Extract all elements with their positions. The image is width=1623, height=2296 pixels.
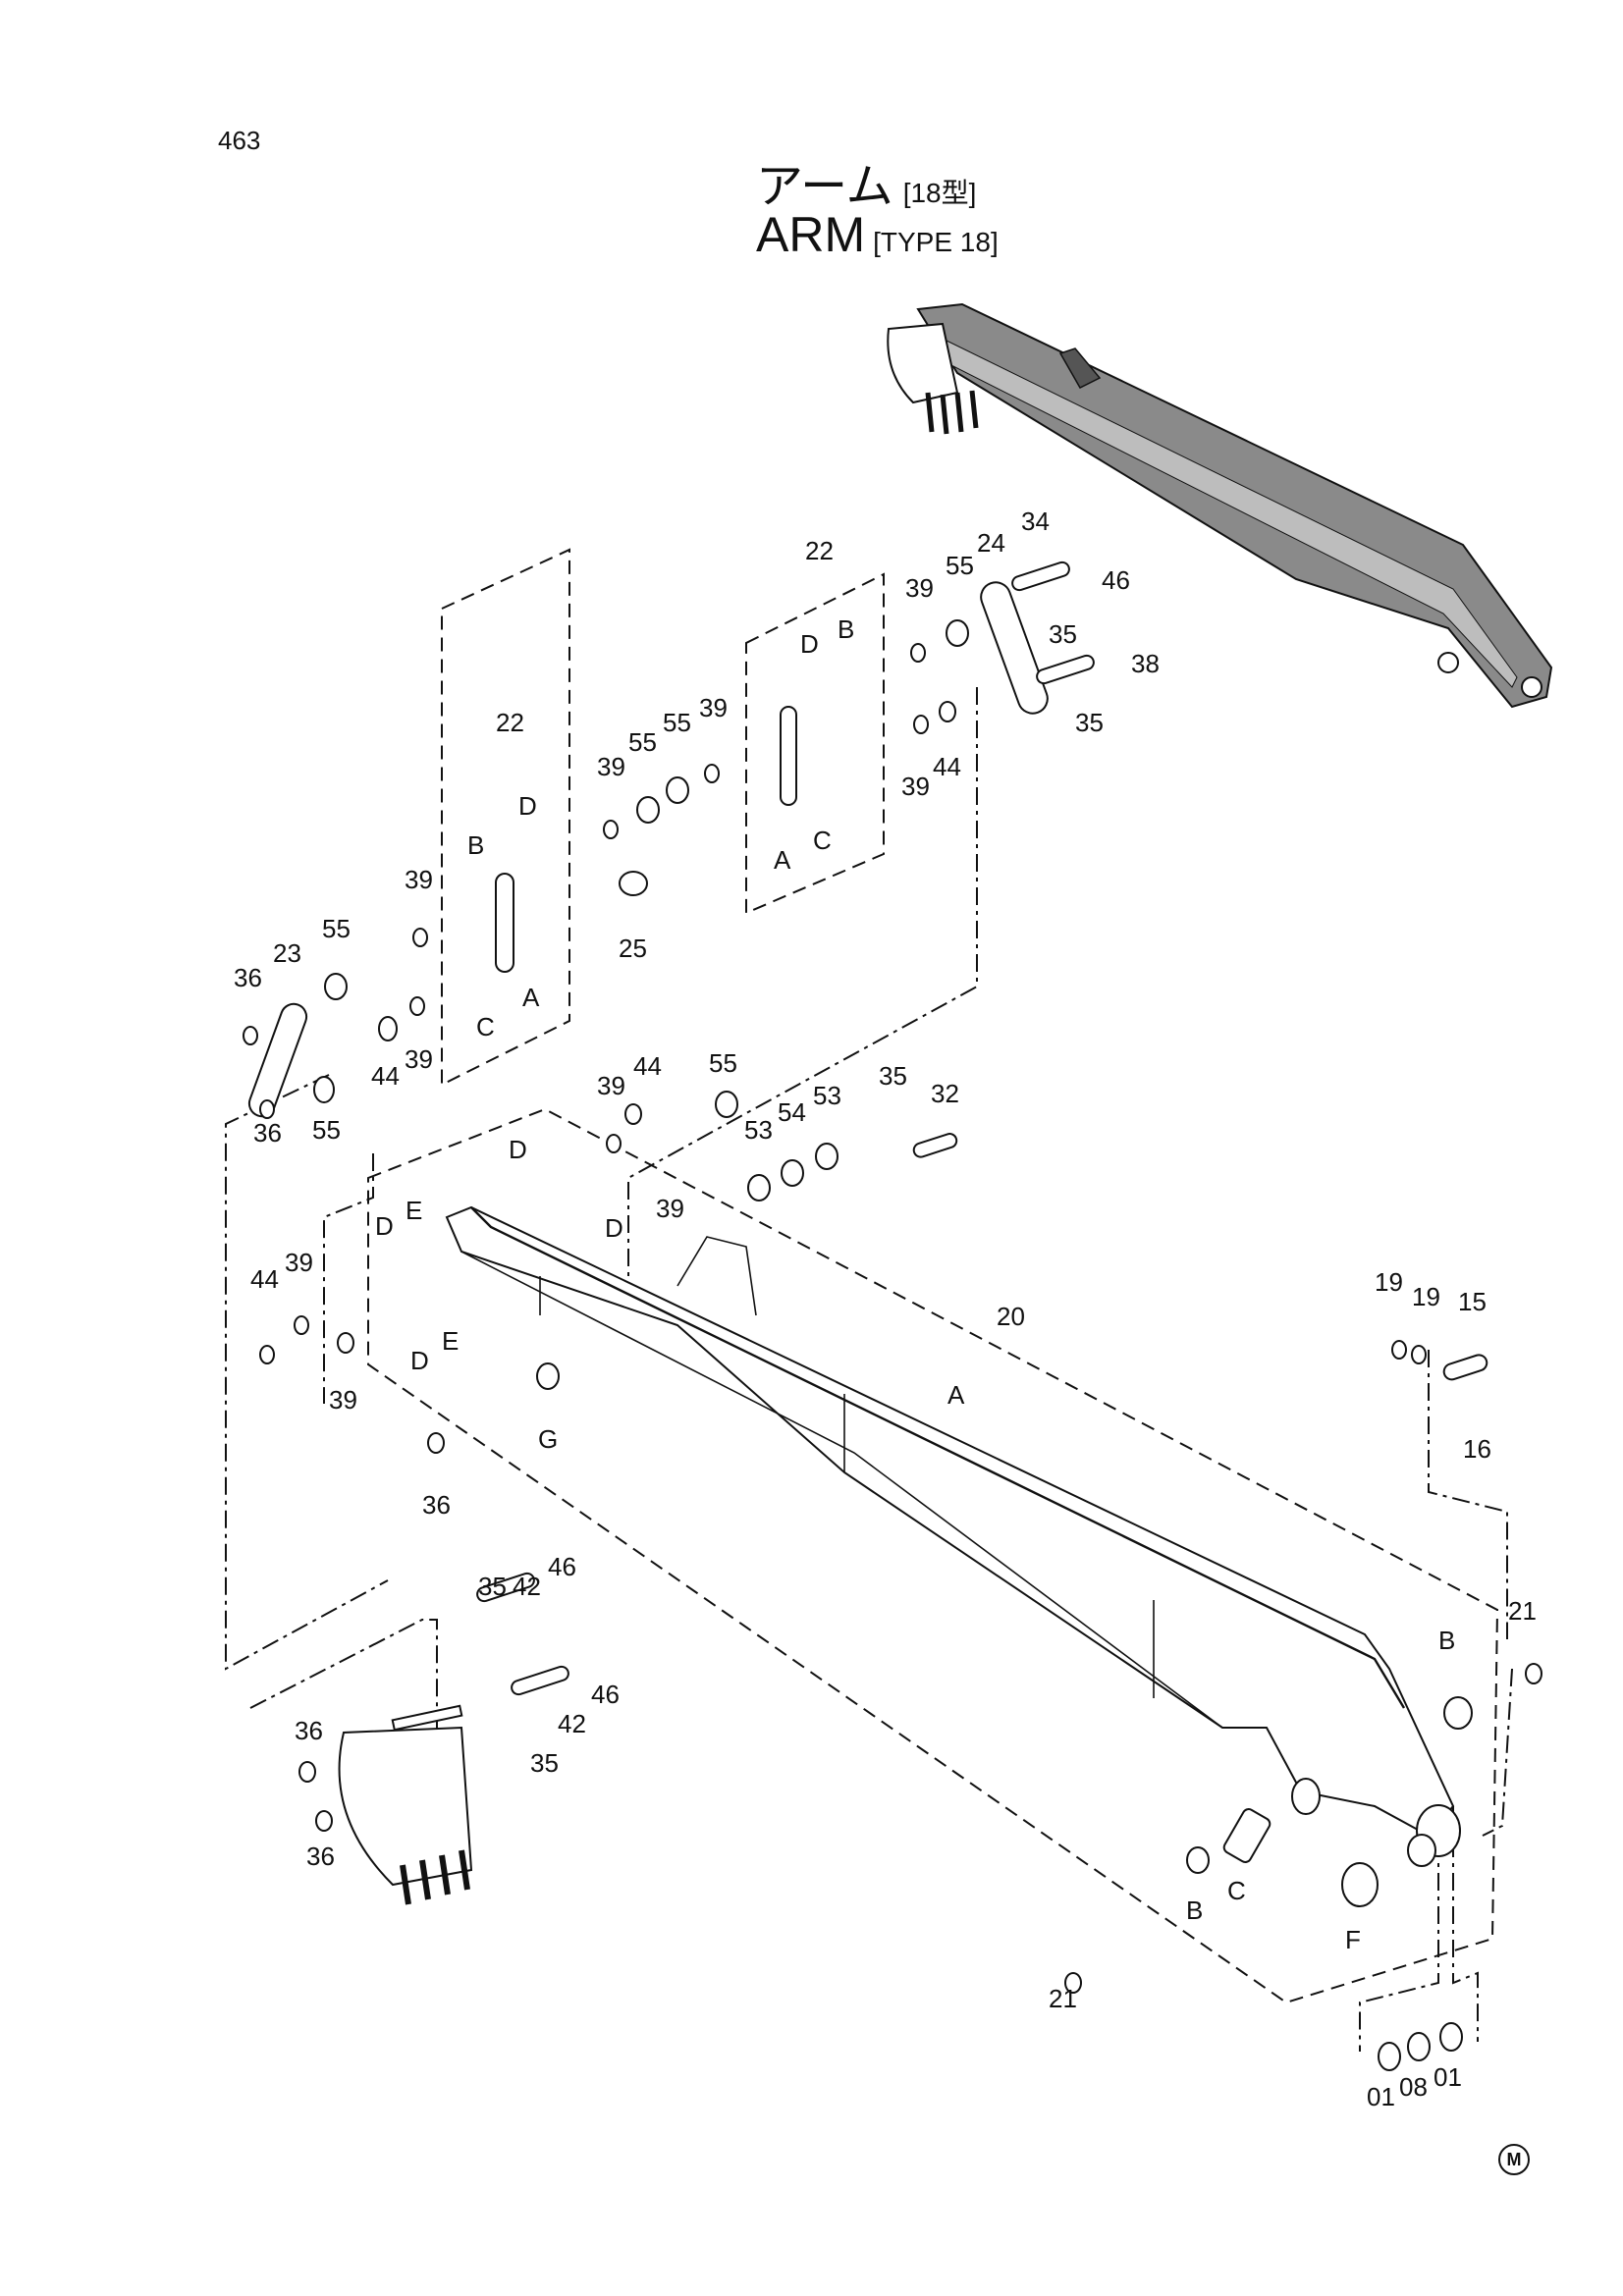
callout: 42 <box>513 1572 541 1601</box>
page-title-en: ARM[TYPE 18] <box>756 206 999 263</box>
callout: 22 <box>805 536 834 565</box>
callout: 55 <box>946 551 974 580</box>
callout: 16 <box>1463 1434 1491 1464</box>
callout: 01 <box>1434 2062 1462 2092</box>
title-jp-text: アーム <box>756 161 893 213</box>
callout: 44 <box>371 1061 400 1091</box>
callout: 23 <box>273 938 301 968</box>
title-en-text: ARM <box>756 207 866 262</box>
callout: 24 <box>977 528 1005 558</box>
callout: A <box>774 845 791 875</box>
callout: 01 <box>1367 2082 1395 2111</box>
callout: B <box>1438 1626 1455 1655</box>
callout: D <box>375 1211 394 1241</box>
callout: D <box>509 1135 527 1164</box>
callout: 44 <box>933 752 961 781</box>
callout: 15 <box>1458 1287 1487 1316</box>
callout: 36 <box>234 963 262 992</box>
callout: 54 <box>778 1097 806 1127</box>
callout: 55 <box>663 708 691 737</box>
callout: 55 <box>312 1115 341 1145</box>
washers <box>243 619 1542 2071</box>
callout: 39 <box>285 1248 313 1277</box>
callout: 22 <box>496 708 524 737</box>
callout: 38 <box>1131 649 1160 678</box>
callout: G <box>538 1424 558 1454</box>
title-en-type: [TYPE 18] <box>873 227 999 257</box>
callout: 39 <box>905 573 934 603</box>
callout: 55 <box>628 727 657 757</box>
bucket-illustration <box>338 1704 473 1905</box>
callout: C <box>476 1012 495 1041</box>
callout: E <box>406 1196 422 1225</box>
callout: B <box>838 614 854 644</box>
link-parts <box>247 561 1488 1907</box>
group-boxes <box>367 548 1499 2004</box>
callout: 55 <box>322 914 351 943</box>
callout: 35 <box>530 1748 559 1778</box>
callout: A <box>522 983 540 1012</box>
callout: 36 <box>422 1490 451 1520</box>
callout: 19 <box>1412 1282 1440 1311</box>
callout: 39 <box>597 1071 625 1100</box>
callout: 55 <box>709 1048 737 1078</box>
callout: E <box>442 1326 459 1356</box>
callout: D <box>410 1346 429 1375</box>
callout: 21 <box>1508 1596 1537 1626</box>
callout: 42 <box>558 1709 586 1738</box>
callout: 46 <box>548 1552 576 1581</box>
callout: 39 <box>405 1044 433 1074</box>
callout: 36 <box>253 1118 282 1148</box>
callout: 53 <box>813 1081 841 1110</box>
page-number: 463 <box>218 126 261 155</box>
callout-labels: 22 22 39 55 55 39 D B 39 55 24 34 46 35 … <box>234 507 1537 2111</box>
arm-body <box>445 1205 1461 1867</box>
callout: F <box>1345 1925 1361 1954</box>
callout: 20 <box>997 1302 1025 1331</box>
callout: 53 <box>744 1115 773 1145</box>
manufacturer-mark: M <box>1498 2144 1530 2175</box>
callout: C <box>813 826 832 855</box>
page-title-jp: アーム [18型] <box>756 147 976 216</box>
callout: D <box>518 791 537 821</box>
callout: 44 <box>250 1264 279 1294</box>
callout: 39 <box>597 752 625 781</box>
callout: 19 <box>1375 1267 1403 1297</box>
callout: 36 <box>295 1716 323 1745</box>
title-jp-type: [18型] <box>902 178 977 208</box>
callout: A <box>947 1380 965 1410</box>
callout: 39 <box>405 865 433 894</box>
callout: 35 <box>1075 708 1104 737</box>
callout: 35 <box>478 1572 507 1601</box>
callout: 39 <box>699 693 728 722</box>
callout: 46 <box>591 1680 620 1709</box>
callout: 21 <box>1049 1984 1077 2013</box>
callout: 46 <box>1102 565 1130 595</box>
callout: 32 <box>931 1079 959 1108</box>
callout: 35 <box>879 1061 907 1091</box>
callout: D <box>605 1213 623 1243</box>
callout: B <box>1186 1896 1203 1925</box>
callout: 08 <box>1399 2072 1428 2102</box>
callout: 35 <box>1049 619 1077 649</box>
callout: 39 <box>656 1194 684 1223</box>
callout: 34 <box>1021 507 1050 536</box>
callout: 44 <box>633 1051 662 1081</box>
callout: 39 <box>901 772 930 801</box>
callout: 25 <box>619 934 647 963</box>
callout: 39 <box>329 1385 357 1415</box>
callout: 36 <box>306 1842 335 1871</box>
callout: D <box>800 629 819 659</box>
arm-overview-illustration <box>887 302 1553 709</box>
callout: C <box>1227 1876 1246 1905</box>
callout: B <box>467 830 484 860</box>
